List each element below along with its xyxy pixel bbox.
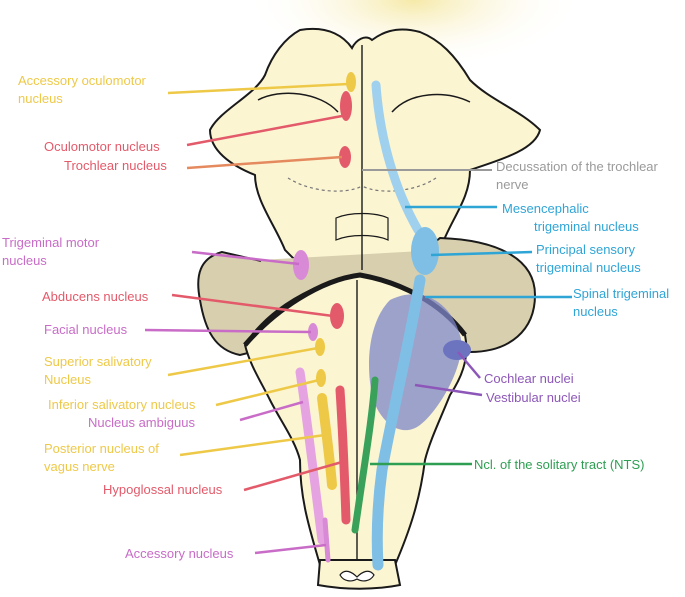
hypoglossal-shape [335, 385, 351, 525]
inferior-salivatory-shape [316, 369, 326, 387]
leader-accessory [254, 543, 327, 555]
cochlear-nuclei-shape [443, 340, 471, 360]
trochlear-decussation-lines [287, 177, 437, 192]
label-trochlear: Trochlear nucleus [64, 158, 167, 173]
colliculus-left [257, 92, 339, 113]
accessory-oculomotor-nucleus-shape [346, 72, 356, 92]
spinal-trigeminal-shape [371, 274, 426, 571]
solitary-tract-shape [351, 376, 379, 534]
label-facial: Facial nucleus [44, 322, 128, 337]
leader-inferior-salivatory [215, 378, 320, 407]
superior-medullary-velum [335, 212, 389, 241]
leader-abducens [171, 293, 334, 318]
leader-trochlear [186, 155, 343, 170]
nucleus-ambiguus-shape [295, 367, 327, 545]
leader-trigeminal-motor [191, 250, 300, 266]
label-abducens: Abducens nucleus [42, 289, 149, 304]
label-vestibular: Vestibular nuclei [486, 390, 581, 405]
label-accessory-oculomotor: Accessory oculomotor nucleus [18, 73, 146, 106]
colliculus-right [391, 93, 471, 113]
label-mesencephalic: Mesencephalic trigeminal nucleus [502, 201, 639, 234]
label-posterior-vagus: Posterior nucleus of vagus nerve [44, 441, 159, 474]
label-trigeminal-motor: Trigeminal motor nucleus [2, 235, 100, 268]
label-inferior-salivatory: Inferior salivatory nucleus [48, 397, 196, 412]
trigeminal-motor-nucleus-shape [293, 250, 309, 280]
label-principal-sensory: Principal sensory trigeminal nucleus [536, 242, 641, 275]
principal-sensory-shape [411, 227, 439, 275]
accessory-nucleus-shape [322, 517, 331, 563]
posterior-vagus-shape [317, 393, 337, 490]
label-accessory: Accessory nucleus [125, 546, 234, 561]
mesencephalic-trigeminal-shape [371, 80, 423, 235]
label-solitary: Ncl. of the solitary tract (NTS) [474, 457, 645, 472]
leader-principal-sensory [430, 250, 533, 257]
label-hypoglossal: Hypoglossal nucleus [103, 482, 223, 497]
abducens-nucleus-shape [330, 303, 344, 329]
leader-oculomotor [186, 114, 343, 147]
leader-ambiguus [239, 400, 304, 422]
spinal-cord-cross-section [339, 570, 375, 582]
facial-nucleus-shape [308, 323, 318, 341]
trochlear-nucleus-shape [339, 146, 351, 168]
leader-accessory-oculomotor [167, 82, 349, 95]
leader-vestibular [414, 383, 483, 397]
leader-cochlear [457, 351, 481, 379]
leader-facial [144, 328, 312, 334]
oculomotor-nucleus-shape [340, 91, 352, 121]
label-oculomotor: Oculomotor nucleus [44, 139, 160, 154]
leader-superior-salivatory [167, 346, 319, 377]
leader-posterior-vagus [179, 433, 326, 457]
superior-salivatory-shape [315, 338, 325, 356]
label-ambiguus: Nucleus ambiguus [88, 415, 195, 430]
label-superior-salivatory: Superior salivatory Nucleus [44, 354, 152, 387]
label-decussation: Decussation of the trochlear nerve [496, 159, 658, 192]
label-spinal-trigeminal: Spinal trigeminal nucleus [573, 286, 670, 319]
leader-hypoglossal [243, 460, 343, 492]
label-cochlear: Cochlear nuclei [484, 371, 574, 386]
